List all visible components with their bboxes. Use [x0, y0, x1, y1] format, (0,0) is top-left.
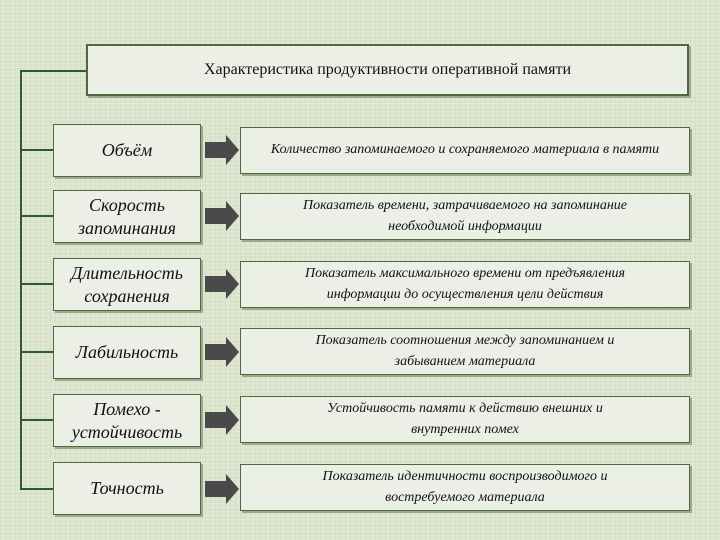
category-box-duration: Длительность сохранения — [53, 258, 201, 311]
arrow-2 — [205, 201, 239, 231]
category-box-lability: Лабильность — [53, 326, 201, 379]
diagram-title: Характеристика продуктивности оперативно… — [86, 44, 689, 96]
category-box-accuracy: Точность — [53, 462, 201, 515]
category-box-volume: Объём — [53, 124, 201, 177]
arrow-3 — [205, 269, 239, 299]
category-label: Скорость запоминания — [77, 195, 177, 238]
arrow-6 — [205, 474, 239, 504]
description-box-lability: Показатель соотношения между запоминание… — [240, 328, 690, 375]
description-text: Показатель максимального времени от пред… — [304, 266, 626, 302]
bracket-line — [20, 70, 86, 490]
arrow-4 — [205, 337, 239, 367]
description-text: Показатель времени, затрачиваемого на за… — [303, 198, 627, 234]
description-box-duration: Показатель максимального времени от пред… — [240, 261, 690, 308]
description-text: Показатель идентичности воспроизводимого… — [322, 469, 608, 505]
arrow-5 — [205, 405, 239, 435]
category-label: Помехо - устойчивость — [71, 399, 183, 442]
description-text: Количество запоминаемого и сохраняемого … — [270, 142, 660, 158]
description-box-noise-immunity: Устойчивость памяти к действию внешних и… — [240, 396, 690, 443]
arrow-1 — [205, 135, 239, 165]
category-label: Объём — [101, 140, 153, 161]
description-text: Устойчивость памяти к действию внешних и… — [327, 401, 603, 437]
description-box-accuracy: Показатель идентичности воспроизводимого… — [240, 464, 690, 511]
description-box-volume: Количество запоминаемого и сохраняемого … — [240, 127, 690, 174]
category-box-speed: Скорость запоминания — [53, 190, 201, 243]
category-label: Лабильность — [75, 342, 179, 363]
category-label: Длительность сохранения — [71, 263, 183, 306]
category-label: Точность — [90, 478, 164, 499]
description-text: Показатель соотношения между запоминание… — [315, 333, 615, 369]
category-box-noise-immunity: Помехо - устойчивость — [53, 394, 201, 447]
description-box-speed: Показатель времени, затрачиваемого на за… — [240, 193, 690, 240]
